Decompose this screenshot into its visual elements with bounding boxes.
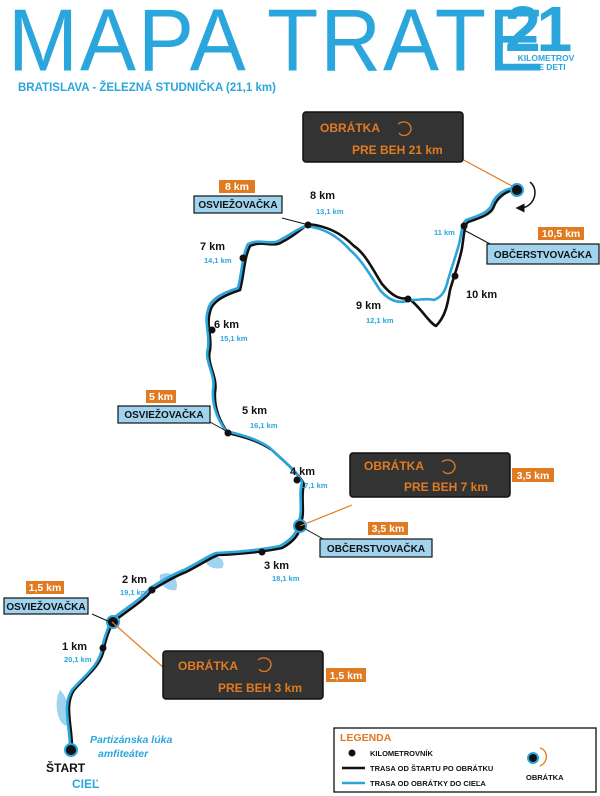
turnaround-21-marker xyxy=(510,183,524,197)
km-dot xyxy=(239,254,247,262)
km-marker-label: 10 km xyxy=(466,289,497,301)
legend-title: LEGENDA xyxy=(340,732,392,744)
km-dot xyxy=(460,222,468,230)
km-dot xyxy=(99,644,107,652)
km-marker-back-label: 19,1 km xyxy=(120,588,148,597)
turnaround-km: 1,5 km xyxy=(330,670,363,682)
km-marker-back-label: 12,1 km xyxy=(366,316,394,325)
turnaround-subtitle: PRE BEH 7 km xyxy=(404,480,488,494)
km-labels: 1 km 20,1 km 2 km 19,1 km 3 km 18,1 km 4 km 17,… xyxy=(62,190,497,664)
turnaround-box-3km: OBRÁTKA PRE BEH 3 km 1,5 km xyxy=(162,650,366,700)
km-dot xyxy=(293,476,301,484)
station-km: 10,5 km xyxy=(542,228,581,240)
turnaround-km: 3,5 km xyxy=(517,470,550,482)
logo-number: 21 xyxy=(505,0,572,65)
km-marker-label: 7 km xyxy=(200,241,225,253)
start-marker xyxy=(64,743,78,757)
km-marker-back-label: 20,1 km xyxy=(64,655,92,664)
turnaround-icon xyxy=(441,459,456,475)
pointer-line xyxy=(299,504,353,527)
turnaround-icon xyxy=(257,657,272,673)
route-outbound xyxy=(67,188,517,749)
km-marker-label: 9 km xyxy=(356,300,381,312)
logo-line-1: KILOMETROV xyxy=(517,53,575,63)
legend-turnaround-arrow-icon xyxy=(539,747,548,767)
food-station-10-5km: 10,5 km OBČERSTVOVAČKA xyxy=(486,227,600,265)
turnaround-box-7km: OBRÁTKA PRE BEH 7 km 3,5 km xyxy=(349,452,554,498)
station-name: OBČERSTVOVAČKA xyxy=(494,248,592,261)
station-name: OBČERSTVOVAČKA xyxy=(327,542,425,555)
km-marker-back-label: 11 km xyxy=(434,228,455,237)
station-km: 8 km xyxy=(225,181,249,193)
turnaround-title: OBRÁTKA xyxy=(178,658,238,673)
place-name-line-1: Partizánska lúka xyxy=(90,734,172,746)
legend-inbound: TRASA OD OBRÁTKY DO CIEĽA xyxy=(370,779,486,788)
station-name: OSVIEŽOVAČKA xyxy=(6,600,85,613)
start-label: ŠTART xyxy=(46,760,86,775)
refreshment-station-8km: 8 km OSVIEŽOVAČKA xyxy=(193,180,283,214)
logo-text: KILOMETROV PRE DETI xyxy=(503,54,589,72)
km-marker-label: 1 km xyxy=(62,641,87,653)
km-dot xyxy=(404,295,412,303)
legend-outbound: TRASA OD ŠTARTU PO OBRÁTKU xyxy=(370,764,493,773)
event-logo: 21 KILOMETROV PRE DETI xyxy=(497,0,595,78)
km-marker-back-label: 16,1 km xyxy=(250,421,278,430)
pointer-line xyxy=(459,157,513,187)
place-name-line-2: amfiteáter xyxy=(98,748,149,760)
pointer-line xyxy=(91,613,111,623)
km-marker-back-label: 13,1 km xyxy=(316,207,344,216)
page-title: MAPA TRATE xyxy=(8,0,547,90)
turnaround-icon xyxy=(397,121,412,137)
turnaround-title: OBRÁTKA xyxy=(364,458,424,473)
turnaround-title: OBRÁTKA xyxy=(320,120,380,135)
legend-turnaround: OBRÁTKA xyxy=(526,773,564,782)
pointer-line xyxy=(281,217,306,225)
pointer-line xyxy=(111,621,165,669)
station-km: 1,5 km xyxy=(29,582,62,594)
legend-turnaround-icon xyxy=(527,752,539,764)
km-dot xyxy=(304,221,312,229)
pointer-line xyxy=(299,525,326,541)
km-marker-back-label: 17,1 km xyxy=(300,481,328,490)
km-marker-back-label: 14,1 km xyxy=(204,256,232,265)
km-dot xyxy=(148,586,156,594)
km-marker-label: 5 km xyxy=(242,405,267,417)
km-marker-label: 6 km xyxy=(214,319,239,331)
food-station-3-5km: 3,5 km OBČERSTVOVAČKA xyxy=(319,522,433,558)
station-km: 5 km xyxy=(149,391,173,403)
turnaround-subtitle: PRE BEH 3 km xyxy=(218,681,302,695)
logo-line-2: PRE DETI xyxy=(526,62,566,72)
refreshment-station-1-5km: 1,5 km OSVIEŽOVAČKA xyxy=(3,581,89,615)
refreshment-station-5km: 5 km OSVIEŽOVAČKA xyxy=(117,390,211,424)
station-km: 3,5 km xyxy=(372,523,405,535)
route-inbound xyxy=(65,186,517,749)
finish-label: CIEĽ xyxy=(72,777,99,791)
km-marker-label: 4 km xyxy=(290,466,315,478)
km-marker-label: 8 km xyxy=(310,190,335,202)
turnaround-arrow-icon xyxy=(515,181,536,213)
km-marker-back-label: 18,1 km xyxy=(272,574,300,583)
pointer-line xyxy=(463,229,493,246)
station-name: OSVIEŽOVAČKA xyxy=(198,198,277,211)
legend-km-dot xyxy=(348,749,356,757)
station-name: OSVIEŽOVAČKA xyxy=(124,408,203,421)
km-marker-back-label: 15,1 km xyxy=(220,334,248,343)
turnaround-box-21km: OBRÁTKA PRE BEH 21 km xyxy=(302,111,464,163)
km-marker-label: 2 km xyxy=(122,574,147,586)
km-marker-label: 3 km xyxy=(264,560,289,572)
turnaround-subtitle: PRE BEH 21 km xyxy=(352,143,443,157)
legend-km-marker: KILOMETROVNÍK xyxy=(370,749,433,758)
km-dot xyxy=(451,272,459,280)
km-dot xyxy=(258,548,266,556)
legend: LEGENDA KILOMETROVNÍK TRASA OD ŠTARTU PO… xyxy=(333,727,597,793)
pointer-line xyxy=(209,421,229,433)
km-dot xyxy=(208,326,216,334)
route-subtitle: BRATISLAVA - ŽELEZNÁ STUDNIČKA (21,1 km) xyxy=(18,82,276,94)
